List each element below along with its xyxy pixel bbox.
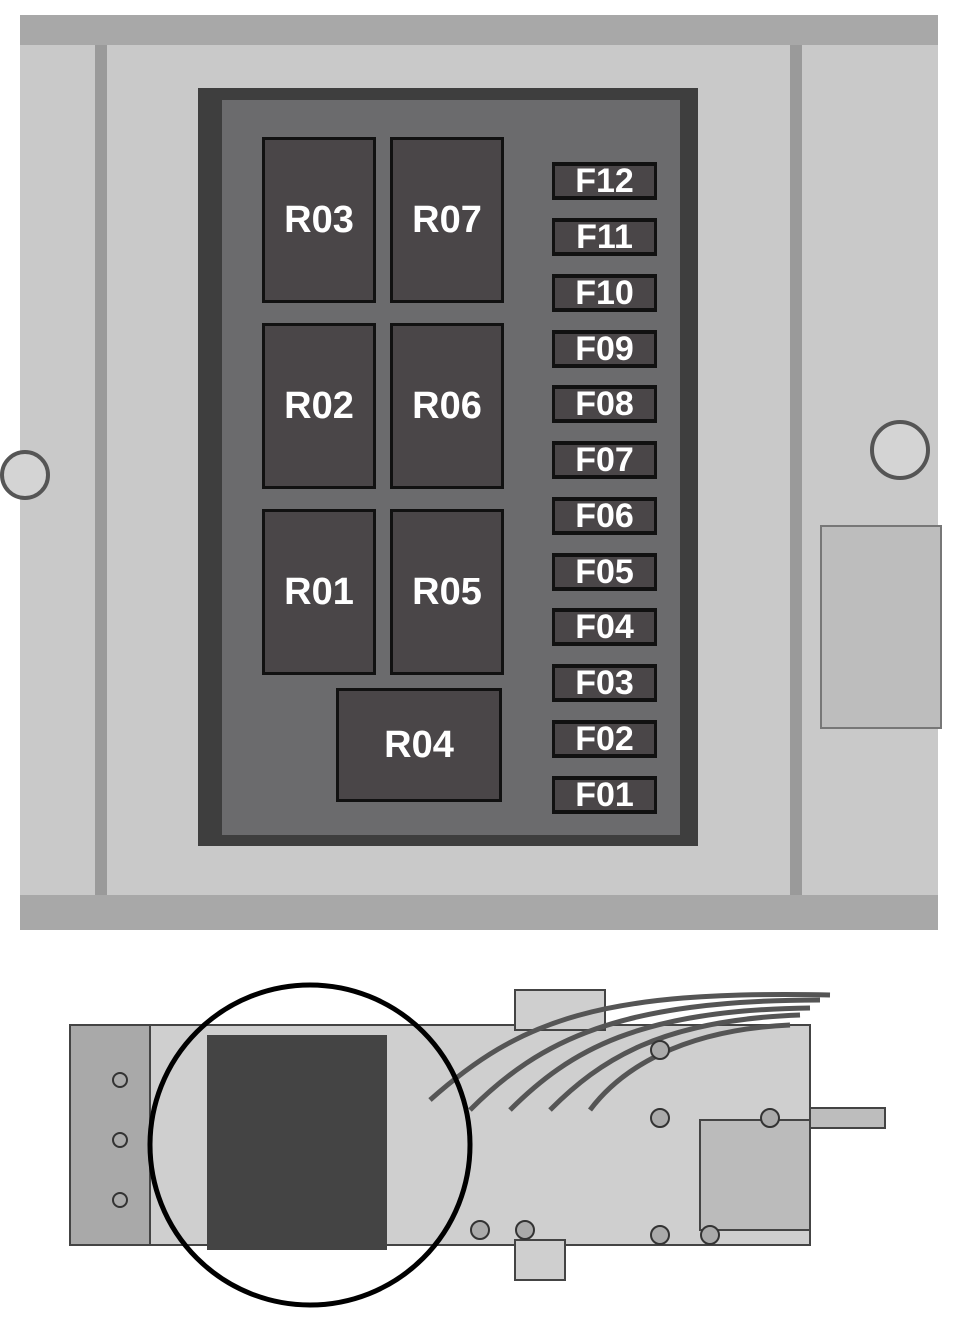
wire-harness: [428, 992, 831, 1112]
bolt-icon: [870, 420, 930, 480]
fuse-f05: F05: [552, 553, 657, 591]
fuse-f01: F01: [552, 776, 657, 814]
fuse-panel-location: [207, 1035, 387, 1250]
fuse-f10: F10: [552, 274, 657, 312]
right-clip-rail: [790, 45, 802, 895]
fuse-f06: F06: [552, 497, 657, 535]
relay-r07: R07: [390, 137, 504, 303]
fuse-f07: F07: [552, 441, 657, 479]
side-connector: [820, 525, 942, 729]
fuse-f02: F02: [552, 720, 657, 758]
relay-r01: R01: [262, 509, 376, 675]
relay-r02: R02: [262, 323, 376, 489]
fuse-f11: F11: [552, 218, 657, 256]
top-rail: [20, 15, 938, 45]
fuse-f12: F12: [552, 162, 657, 200]
fuse-f08: F08: [552, 385, 657, 423]
bottom-rail: [20, 895, 938, 930]
relay-r03: R03: [262, 137, 376, 303]
fuse-f09: F09: [552, 330, 657, 368]
highlight-circle: [147, 982, 473, 1308]
relay-r04: R04: [336, 688, 502, 802]
relay-r05: R05: [390, 509, 504, 675]
bolt-icon: [0, 450, 50, 500]
left-clip-rail: [95, 45, 107, 895]
mounting-bolts: [112, 1040, 780, 1245]
fuse-f03: F03: [552, 664, 657, 702]
fuse-f04: F04: [552, 608, 657, 646]
relay-r06: R06: [390, 323, 504, 489]
